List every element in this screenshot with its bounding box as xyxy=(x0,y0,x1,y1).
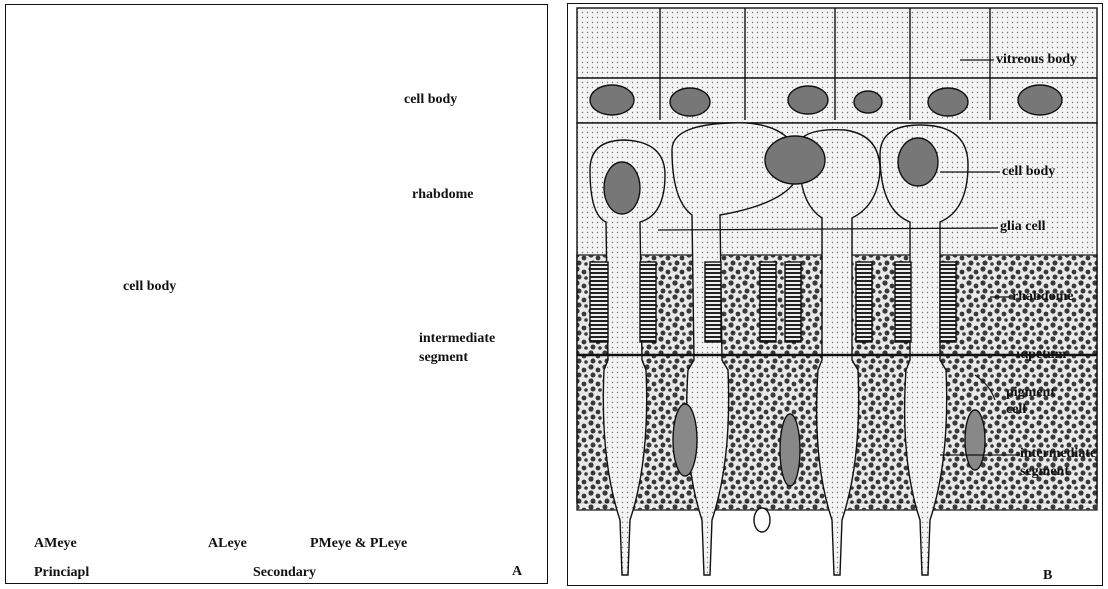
label-cell-body-principal: cell body xyxy=(123,279,176,295)
label-intermediate-b-1: intermediate xyxy=(1020,446,1096,462)
label-vitreous-body: vitreous body xyxy=(996,52,1077,68)
label-principal: Princiapl xyxy=(34,565,89,581)
label-rhabdome-b: rhabdome xyxy=(1012,289,1073,305)
label-intermediate-a-2: segment xyxy=(419,350,468,366)
label-intermediate-b-2: segment xyxy=(1020,464,1069,480)
panel-a-letter: A xyxy=(512,564,522,580)
label-glia-cell: glia cell xyxy=(1000,219,1046,235)
label-pm-pl-eye: PMeye & PLeye xyxy=(310,536,407,552)
label-pigment-cell-1: pigment xyxy=(1006,385,1055,401)
label-intermediate-a-1: intermediate xyxy=(419,331,495,347)
label-am-eye: AMeye xyxy=(34,536,77,552)
label-secondary: Secondary xyxy=(253,565,316,581)
panel-a xyxy=(5,4,548,584)
label-cell-body-b: cell body xyxy=(1002,164,1055,180)
label-rhabdome-a: rhabdome xyxy=(412,187,473,203)
panel-b-letter: B xyxy=(1043,568,1052,584)
label-al-eye: ALeye xyxy=(208,536,247,552)
label-cell-body-secondary: cell body xyxy=(404,92,457,108)
label-pigment-cell-2: cell xyxy=(1006,402,1026,418)
label-tapetum: ιαpetum xyxy=(1016,347,1066,363)
